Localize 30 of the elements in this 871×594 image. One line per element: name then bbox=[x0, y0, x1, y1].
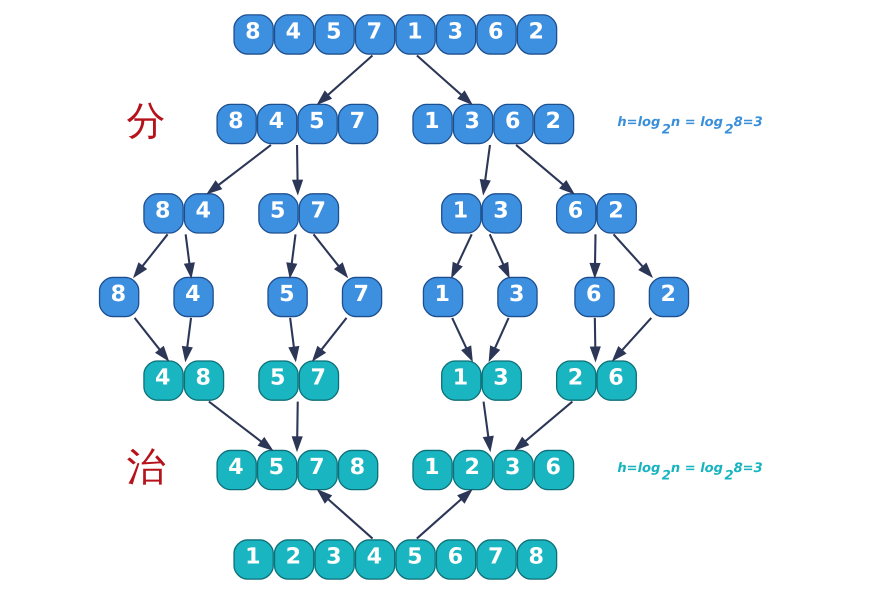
arrow bbox=[451, 234, 473, 279]
arrow bbox=[612, 317, 652, 362]
arrow bbox=[482, 401, 494, 452]
arrow bbox=[312, 317, 348, 362]
label: 治 bbox=[126, 444, 166, 490]
arrow bbox=[488, 234, 510, 279]
arrow bbox=[416, 488, 473, 540]
arrow bbox=[590, 318, 601, 362]
arrow bbox=[184, 234, 195, 279]
arrow bbox=[288, 318, 300, 362]
arrow bbox=[316, 488, 374, 540]
arrow bbox=[286, 234, 298, 279]
arrow bbox=[208, 400, 274, 452]
arrow bbox=[316, 54, 374, 106]
arrow bbox=[515, 144, 575, 195]
arrow bbox=[589, 234, 601, 279]
arrow bbox=[488, 317, 510, 362]
arrow bbox=[451, 317, 473, 362]
arrow bbox=[206, 144, 272, 194]
arrow bbox=[292, 144, 304, 196]
arrow bbox=[132, 234, 168, 278]
label: 分 bbox=[126, 98, 166, 144]
arrow bbox=[182, 318, 193, 362]
arrow bbox=[134, 317, 170, 362]
arrow bbox=[312, 234, 348, 278]
arrow bbox=[612, 234, 654, 278]
arrow bbox=[416, 54, 473, 106]
arrow bbox=[292, 402, 303, 452]
arrow bbox=[480, 144, 492, 196]
arrow bbox=[514, 400, 574, 452]
